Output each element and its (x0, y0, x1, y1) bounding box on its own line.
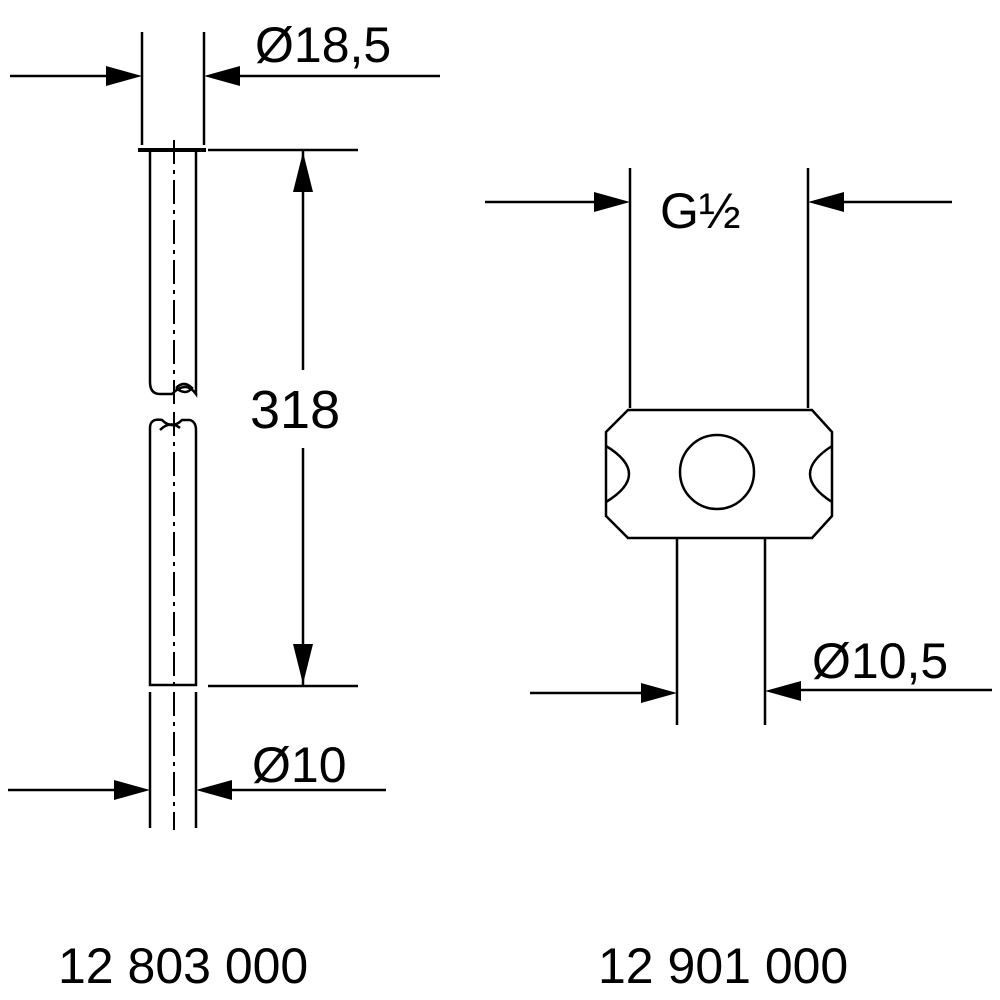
tube-break-mark (175, 382, 194, 394)
length-label: 318 (250, 380, 340, 440)
connector-center-hole (678, 433, 756, 511)
part-number-right: 12 901 000 (598, 938, 848, 994)
tube-part: Ø18,5 318 Ø10 12 803 000 (8, 17, 440, 994)
arrow-up-icon (293, 152, 313, 192)
arrow-left-icon (808, 192, 844, 212)
arrow-right-icon (594, 192, 630, 212)
connector-part: G½ Ø10,5 12 901 000 (485, 168, 992, 994)
part-number-left: 12 803 000 (58, 938, 308, 994)
connector-side-hole-left (605, 444, 631, 504)
arrow-down-icon (293, 644, 313, 684)
pipe-diameter-label: Ø10,5 (812, 633, 948, 689)
arrow-right-icon (114, 780, 150, 800)
arrow-left-icon (196, 780, 232, 800)
arrow-right-icon (641, 683, 677, 703)
bottom-diameter-label: Ø10 (252, 737, 347, 793)
arrow-left-icon (765, 681, 801, 701)
thread-label: G½ (660, 183, 741, 239)
arrow-right-icon (106, 66, 142, 86)
tube-break-mark (159, 423, 181, 431)
arrow-left-icon (204, 66, 240, 86)
connector-body (604, 408, 834, 540)
top-diameter-label: Ø18,5 (255, 17, 391, 73)
connector-side-hole-right (808, 444, 833, 504)
